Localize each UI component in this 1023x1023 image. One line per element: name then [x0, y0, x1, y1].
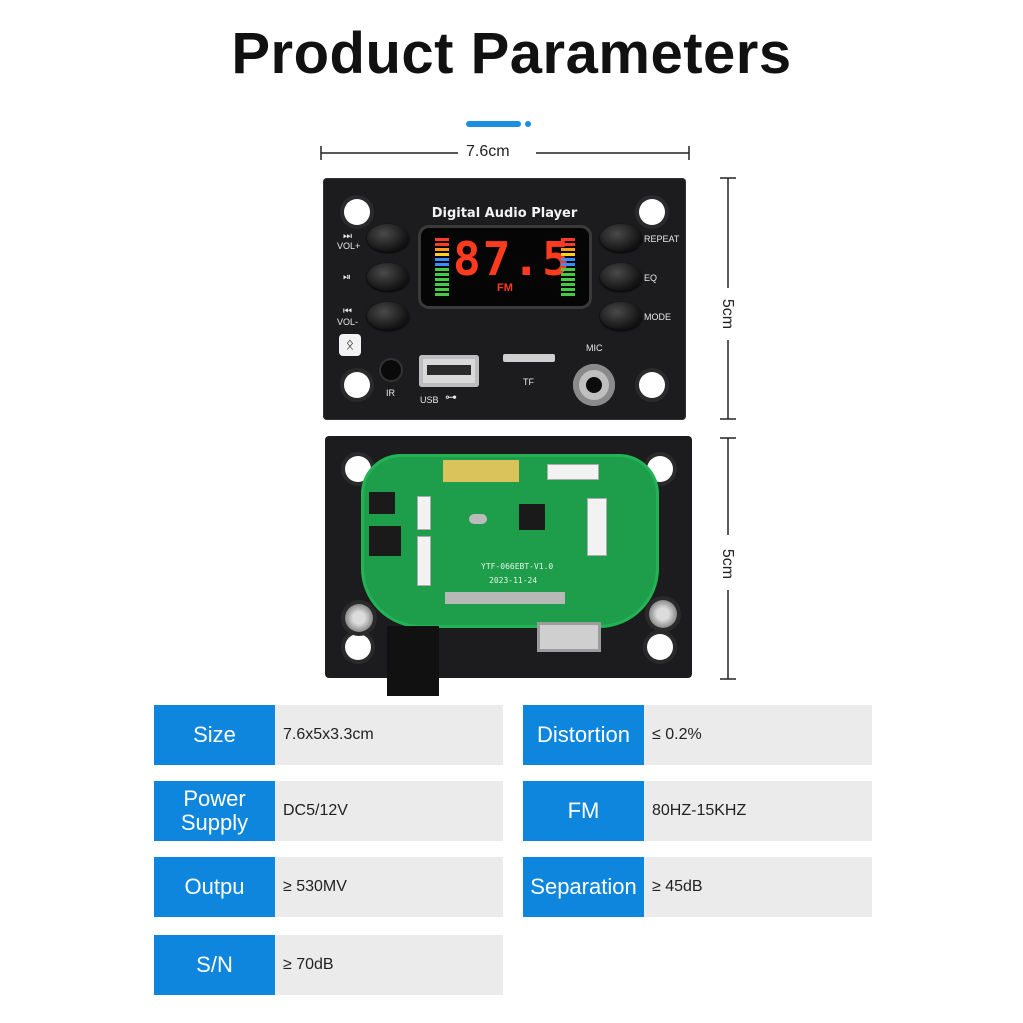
ir-label: IR: [386, 388, 395, 398]
vol-up-label: VOL+: [337, 241, 361, 251]
spec-value-power-supply: DC5/12V: [275, 781, 503, 841]
spec-key-distortion: Distortion: [523, 705, 644, 765]
back-height-dimension-label: 5cm: [719, 548, 737, 580]
mount-hole: [639, 372, 665, 398]
mount-hole: [647, 634, 673, 660]
connector: [547, 464, 599, 480]
usb-symbol-icon: ⊶: [445, 390, 457, 404]
mount-hole: [639, 199, 665, 225]
prev-vol-down-button[interactable]: [367, 302, 409, 330]
spec-key-sn: S/N: [154, 935, 275, 995]
panel-title: Digital Audio Player: [431, 206, 578, 221]
accent-dot: [525, 121, 531, 127]
eq-label: EQ: [644, 273, 658, 283]
main-chip: [519, 504, 545, 530]
usb-port-back: [537, 622, 601, 652]
vol-down-label: VOL-: [337, 317, 359, 327]
screw: [649, 600, 677, 628]
spec-key-power-supply: Power Supply: [154, 781, 275, 841]
page-title: Product Parameters: [231, 21, 792, 86]
play-pause-icon: ⏯: [343, 272, 351, 283]
mount-hole: [345, 634, 371, 660]
mic-label: MIC: [586, 343, 603, 353]
frequency-digits: 87.5: [453, 232, 572, 286]
screw: [345, 604, 373, 632]
accent-bar: [466, 121, 521, 127]
board-date-label: 2023-11-24: [489, 576, 538, 585]
bluetooth-icon: ᛟ: [339, 334, 361, 356]
usb-label: USB: [420, 395, 439, 405]
spec-value-sn: ≥ 70dB: [275, 935, 503, 995]
width-dimension-label: 7.6cm: [466, 143, 510, 160]
mic-jack: [573, 364, 615, 406]
pin-header: [445, 592, 565, 604]
play-pause-button[interactable]: [367, 263, 409, 291]
spec-key-output: Outpu: [154, 857, 275, 917]
spec-key-fm: FM: [523, 781, 644, 841]
spec-value-size: 7.6x5x3.3cm: [275, 705, 503, 765]
repeat-label: REPEAT: [644, 234, 680, 244]
connector: [417, 536, 431, 586]
next-track-icon: ⏭: [343, 231, 352, 242]
level-meter-left: [435, 238, 449, 298]
ir-receiver: [381, 360, 401, 380]
back-view: YTF-066EBT-V1.0 2023-11-24: [325, 436, 692, 696]
tf-label: TF: [523, 377, 534, 387]
circuit-board: YTF-066EBT-V1.0 2023-11-24: [361, 454, 659, 628]
spec-value-output: ≥ 530MV: [275, 857, 503, 917]
spec-value-distortion: ≤ 0.2%: [644, 705, 872, 765]
front-panel: Digital Audio Player ⏭ VOL+ ⏯ ⏮ VOL- ᛟ 8…: [323, 178, 686, 420]
spec-key-size: Size: [154, 705, 275, 765]
usb-port: [419, 355, 479, 387]
spec-value-separation: ≥ 45dB: [644, 857, 872, 917]
board-model-label: YTF-066EBT-V1.0: [481, 562, 554, 571]
inductor: [369, 526, 401, 556]
connector: [587, 498, 607, 556]
spec-value-fm: 80HZ-15KHZ: [644, 781, 872, 841]
tf-card-slot: [503, 354, 555, 362]
prev-track-icon: ⏮: [343, 306, 352, 317]
connector: [417, 496, 431, 530]
display-mode-label: FM: [497, 282, 513, 294]
next-vol-up-button[interactable]: [367, 224, 409, 252]
crystal: [469, 514, 487, 524]
level-meter-right: [561, 238, 575, 298]
bluetooth-antenna: [443, 460, 519, 482]
repeat-button[interactable]: [600, 224, 642, 252]
front-height-dimension-label: 5cm: [719, 298, 737, 330]
mode-label: MODE: [644, 312, 671, 322]
mode-button[interactable]: [600, 302, 642, 330]
eq-button[interactable]: [600, 263, 642, 291]
mount-hole: [344, 372, 370, 398]
led-display: 87.5 FM: [421, 228, 589, 306]
mount-hole: [344, 199, 370, 225]
mic-jack-back: [387, 626, 439, 696]
spec-key-separation: Separation: [523, 857, 644, 917]
regulator-chip: [369, 492, 395, 514]
